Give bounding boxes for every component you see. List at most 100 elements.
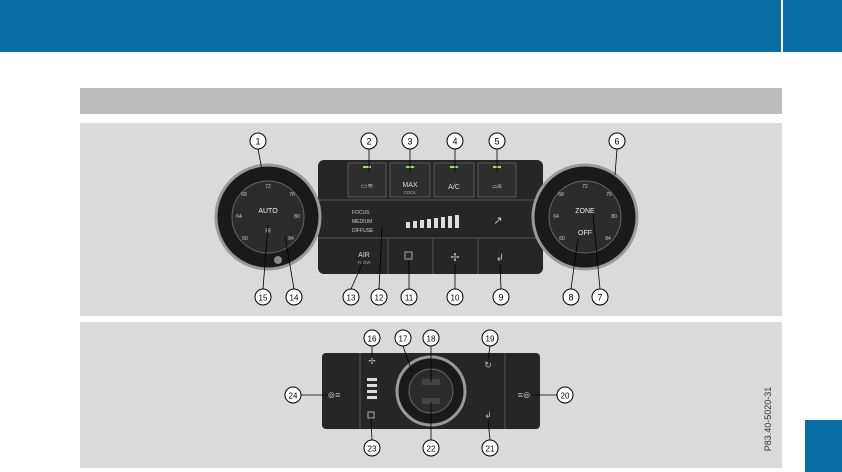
callout-1: 1 (249, 132, 267, 150)
svg-text:24: 24 (289, 392, 298, 401)
mode-labels: FOCUS MEDIUM DIFFUSE (352, 210, 374, 234)
callout-15: 15 (254, 288, 272, 306)
callout-20: 20 (556, 386, 574, 404)
chapter-tab (805, 420, 842, 472)
callout-23: 23 (363, 439, 381, 457)
mode-label-medium: MEDIUM (352, 219, 372, 225)
left-scale-80: 80 (294, 214, 300, 220)
callout-5: 5 (488, 132, 506, 150)
footwell-vent-button[interactable]: ↲ (496, 253, 504, 264)
left-scale-60: 60 (242, 236, 248, 242)
rear-left-seat-icon: ⊚≡ (328, 390, 341, 400)
rear-left-seat-button[interactable]: ⊚≡ (328, 390, 341, 400)
callout-10: 10 (446, 288, 464, 306)
svg-text:11: 11 (405, 294, 414, 303)
footwell-icon: ↲ (496, 253, 504, 264)
left-auto-label: AUTO (258, 208, 278, 215)
callout-11: 11 (400, 288, 418, 306)
figure-code: P83.40-5020-31 (763, 386, 773, 452)
svg-text:10: 10 (451, 294, 460, 303)
svg-text:21: 21 (486, 445, 495, 454)
callout-13: 13 (342, 288, 360, 306)
svg-text:5: 5 (494, 137, 499, 147)
rear-dial-bottom-button[interactable] (422, 398, 440, 404)
zone-label: ZONE (575, 208, 595, 215)
svg-text:15: 15 (259, 294, 268, 303)
windshield-defrost-icon: ⌓≋ (492, 183, 502, 190)
right-scale-64: 64 (553, 214, 559, 220)
right-scale-60: 60 (559, 236, 565, 242)
mode-label-diffuse: DIFFUSE (352, 228, 374, 234)
callout-19: 19 (481, 329, 499, 347)
rear-right-seat-button[interactable]: ≡⊚ (518, 390, 531, 400)
callout-8: 8 (562, 288, 580, 306)
recirculation-button[interactable] (404, 251, 413, 260)
fan-button[interactable]: ✢ (450, 252, 459, 264)
fan-icon: ✢ (450, 252, 459, 264)
right-scale-80: 80 (611, 214, 617, 220)
air-flow-label: AIR (358, 252, 370, 259)
callout-22: 22 (422, 439, 440, 457)
fan-speed-display (406, 215, 459, 228)
rear-defrost-icon: ▭≋ (361, 183, 374, 190)
left-temperature-dial[interactable]: 72 68 76 64 80 60 84 AUTO ≋ (214, 163, 322, 271)
mode-label-focus: FOCUS (352, 210, 370, 216)
svg-text:8: 8 (568, 293, 573, 303)
rear-right-seat-icon: ≡⊚ (518, 390, 531, 400)
air-flow-sublabel: FLOW (358, 260, 372, 265)
left-scale-76: 76 (289, 192, 295, 198)
right-scale-76: 76 (606, 192, 612, 198)
seat-fan-icon: ≋ (265, 226, 272, 235)
off-label: OFF (578, 230, 592, 237)
rear-vent-up-icon: ↻ (484, 360, 492, 370)
section-title-bar (80, 88, 782, 114)
left-dial-indicator-icon (274, 256, 282, 264)
left-scale-72: 72 (265, 184, 271, 190)
left-scale-84: 84 (288, 236, 294, 242)
callout-16: 16 (363, 329, 381, 347)
callout-7: 7 (591, 288, 609, 306)
right-scale-68: 68 (558, 192, 564, 198)
right-scale-72: 72 (582, 184, 588, 190)
air-distribution-icon: ↗ (493, 215, 502, 227)
svg-text:4: 4 (452, 137, 457, 147)
ac-button[interactable]: A/C (433, 162, 475, 198)
rear-fan-button[interactable]: ✢ (368, 356, 376, 366)
svg-text:6: 6 (614, 137, 619, 147)
left-scale-64: 64 (236, 214, 242, 220)
rear-vent-down-button[interactable]: ↲ (484, 410, 492, 420)
svg-text:7: 7 (597, 293, 602, 303)
lower-leader-lines (301, 345, 557, 441)
callout-17: 17 (394, 329, 412, 347)
callout-14: 14 (285, 288, 303, 306)
right-scale-84: 84 (605, 236, 611, 242)
callout-21: 21 (481, 439, 499, 457)
air-flow-button[interactable]: AIR FLOW (358, 252, 372, 265)
callout-24: 24 (284, 386, 302, 404)
callout-12: 12 (370, 288, 388, 306)
callout-18: 18 (422, 329, 440, 347)
callout-6: 6 (608, 132, 626, 150)
upper-leader-lines (257, 148, 618, 290)
max-cool-sublabel: COOL (404, 190, 417, 195)
svg-text:13: 13 (347, 294, 356, 303)
svg-text:12: 12 (375, 294, 384, 303)
callout-3: 3 (401, 132, 419, 150)
rear-vent-up-button[interactable]: ↻ (484, 360, 492, 370)
svg-text:16: 16 (368, 335, 377, 344)
figure-code-container: P83.40-5020-31 (756, 370, 776, 470)
rear-vent-down-icon: ↲ (484, 410, 492, 420)
svg-text:2: 2 (366, 137, 371, 147)
right-temperature-dial[interactable]: 72 68 76 64 80 60 84 ZONE OFF (531, 163, 639, 271)
ac-label: A/C (448, 184, 460, 191)
rear-fan-icon: ✢ (368, 356, 376, 366)
svg-text:17: 17 (399, 335, 408, 344)
svg-text:20: 20 (561, 392, 570, 401)
callout-2: 2 (360, 132, 378, 150)
rear-defrost-button[interactable]: ▭≋ (347, 162, 387, 198)
max-cool-label: MAX (402, 182, 418, 189)
callout-4: 4 (446, 132, 464, 150)
header-separator (781, 0, 783, 52)
svg-text:9: 9 (498, 293, 503, 303)
